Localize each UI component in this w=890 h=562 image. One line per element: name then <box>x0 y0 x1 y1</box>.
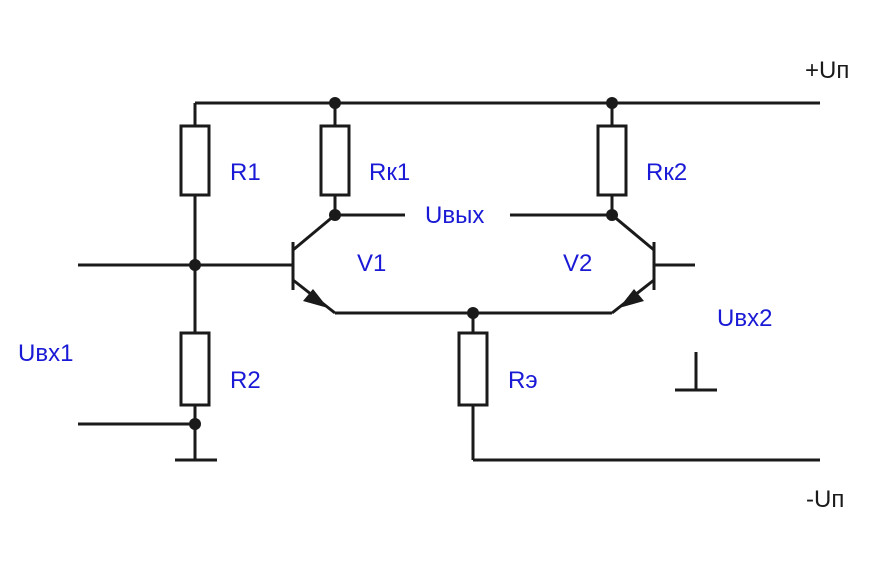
node-top-rk2 <box>606 97 618 109</box>
ground-symbol-input2 <box>675 352 717 392</box>
label-v2: V2 <box>563 250 592 277</box>
resistor-rk2 <box>596 124 628 197</box>
label-input2: Uвх2 <box>717 305 772 332</box>
input1-wires <box>78 263 292 426</box>
node-base-v1 <box>189 259 201 271</box>
transistor-v2 <box>611 213 695 315</box>
label-output: Uвых <box>425 202 484 229</box>
node-ground-left <box>189 418 201 430</box>
label-r1: R1 <box>230 159 261 186</box>
label-negative-supply: -Uп <box>806 486 844 513</box>
node-top-rk1 <box>329 97 341 109</box>
label-r2: R2 <box>230 367 261 394</box>
node-collector-v2 <box>606 209 618 221</box>
label-positive-supply: +Uп <box>805 57 849 84</box>
resistor-r2 <box>179 331 211 407</box>
label-input1: Uвх1 <box>18 340 73 367</box>
resistor-r1 <box>179 124 211 197</box>
node-collector-v1 <box>329 209 341 221</box>
label-re: Rэ <box>508 367 538 394</box>
resistor-re <box>457 331 489 407</box>
node-emitter <box>467 307 479 319</box>
label-v1: V1 <box>357 250 386 277</box>
label-rk1: Rк1 <box>369 159 410 186</box>
junction-nodes <box>189 97 618 430</box>
label-rk2: Rк2 <box>646 159 687 186</box>
resistor-rk1 <box>319 124 351 197</box>
transistor-v1 <box>291 213 336 315</box>
